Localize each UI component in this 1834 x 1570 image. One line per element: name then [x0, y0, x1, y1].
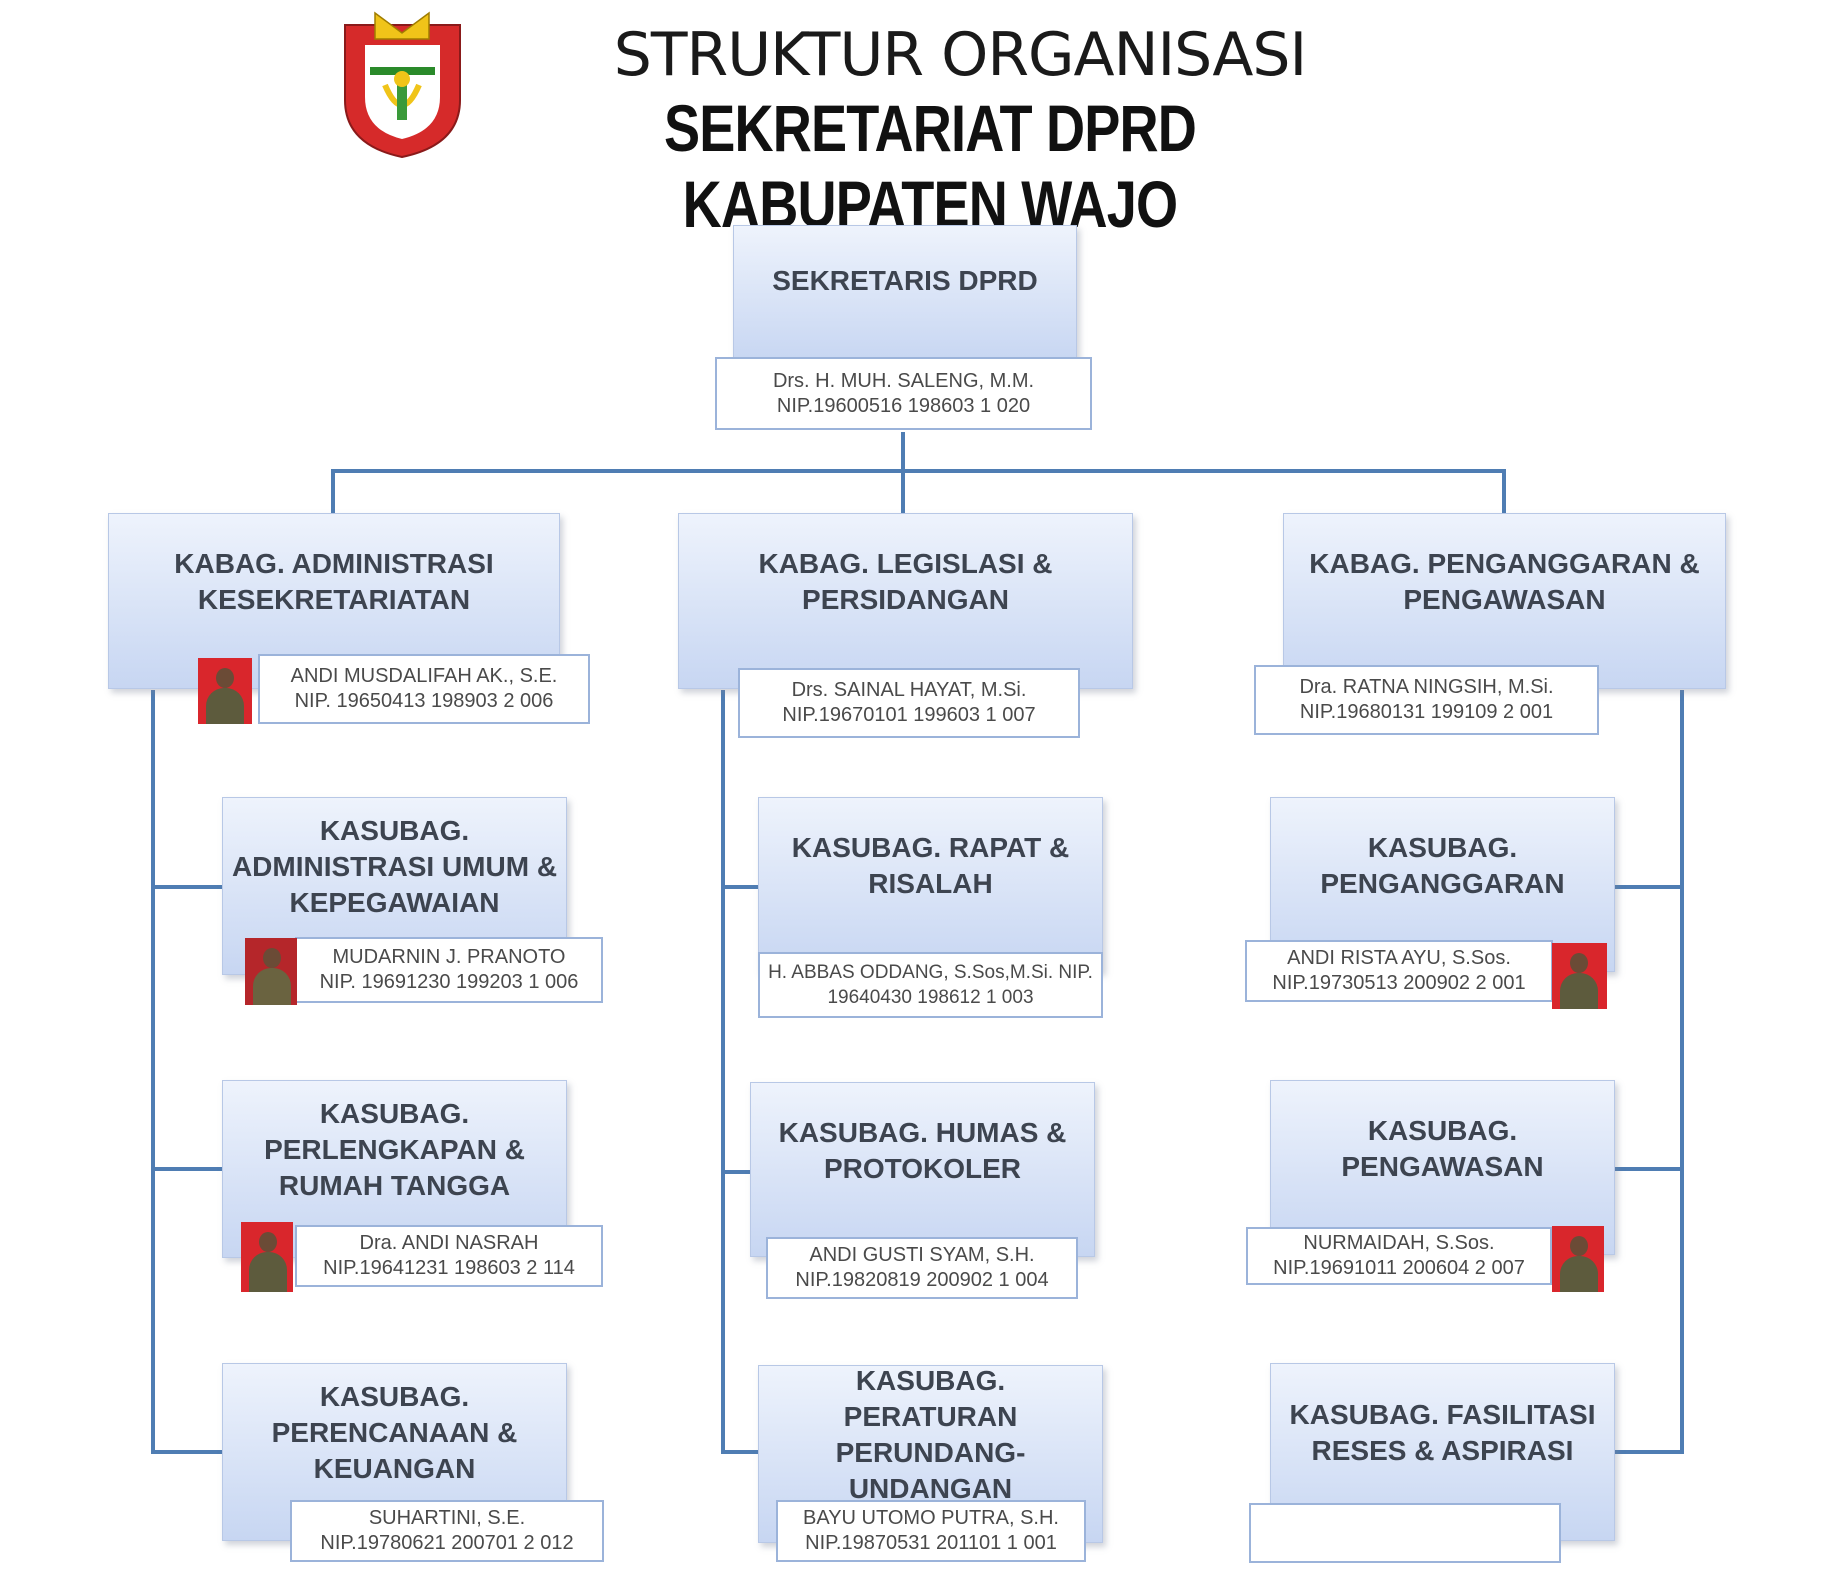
- person-photo: [198, 658, 252, 724]
- unit-title-line: RISALAH: [868, 867, 993, 899]
- unit-title-line: RUMAH TANGGA: [278, 1170, 511, 1201]
- regency-crest-icon: [344, 11, 461, 159]
- unit-title-line: RESES & ASPIRASI: [1311, 1435, 1574, 1466]
- person-nip: NIP.19670101 199603 1 007: [782, 704, 1036, 726]
- unit-title-line: ADMINISTRASI UMUM &: [231, 851, 558, 882]
- person-nip: NIP. 19691230 199203 1 006: [319, 971, 579, 993]
- kasubag-peraturan-person-label: BAYU UTOMO PUTRA, S.H. NIP.19870531 2011…: [776, 1500, 1086, 1562]
- unit-title-line: KASUBAG.: [319, 1098, 470, 1129]
- person-photo: [1552, 1226, 1604, 1292]
- unit-title-line: UNDANGAN: [848, 1473, 1013, 1504]
- person-name: NURMAIDAH, S.Sos.: [1303, 1232, 1495, 1254]
- kabag-legislasi-person-label: Drs. SAINAL HAYAT, M.Si. NIP.19670101 19…: [738, 668, 1080, 738]
- kasubag-rapat-risalah-box: KASUBAG. RAPAT & RISALAH: [758, 797, 1103, 972]
- person-name: ANDI RISTA AYU, S.Sos.: [1287, 947, 1511, 969]
- kasubag-perencanaan-person-label: SUHARTINI, S.E. NIP.19780621 200701 2 01…: [290, 1500, 604, 1562]
- unit-title-line: KABAG. PENGANGGARAN &: [1309, 548, 1700, 579]
- person-name: Drs. SAINAL HAYAT, M.Si.: [791, 679, 1027, 701]
- person-nip: NIP.19780621 200701 2 012: [320, 1532, 574, 1554]
- unit-title-line: PERUNDANG-: [835, 1437, 1026, 1468]
- person-name: Dra. ANDI NASRAH: [359, 1232, 539, 1254]
- person-nip: NIP.19641231 198603 2 114: [323, 1257, 575, 1279]
- chart-title-line-2: SEKRETARIAT DPRD KABUPATEN WAJO: [663, 91, 1197, 241]
- unit-title-line: KABAG. ADMINISTRASI: [174, 548, 494, 579]
- unit-title-line: PENGAWASAN: [1341, 1150, 1544, 1182]
- unit-title-line: KASUBAG. FASILITASI: [1289, 1399, 1596, 1430]
- person-name: ANDI MUSDALIFAH AK., S.E.: [290, 665, 558, 687]
- person-nip: NIP.19600516 198603 1 020: [776, 394, 1031, 417]
- person-nip: 19640430 198612 1 003: [827, 987, 1034, 1008]
- sekretaris-person-label: Drs. H. MUH. SALENG, M.M. NIP.19600516 1…: [715, 357, 1092, 430]
- person-name: MUDARNIN J. PRANOTO: [332, 946, 566, 968]
- chart-title-line-1: STRUKTUR ORGANISASI: [613, 20, 1307, 90]
- person-nip: NIP. 19650413 198903 2 006: [294, 690, 554, 712]
- unit-title-line: KASUBAG.: [1367, 831, 1518, 863]
- unit-title-line: PERSIDANGAN: [802, 584, 1009, 615]
- kabag-penganggaran-person-label: Dra. RATNA NINGSIH, M.Si. NIP.19680131 1…: [1254, 665, 1599, 735]
- unit-title-line: PENGANGGARAN: [1320, 867, 1565, 899]
- person-nip: NIP.19680131 199109 2 001: [1299, 701, 1554, 723]
- person-nip: NIP.19820819 200902 1 004: [795, 1269, 1049, 1291]
- kabag-legislasi-box: KABAG. LEGISLASI & PERSIDANGAN: [678, 513, 1133, 689]
- unit-title-line: KASUBAG.: [319, 815, 470, 846]
- person-name: ANDI GUSTI SYAM, S.H.: [809, 1244, 1035, 1266]
- unit-title-line: KABAG. LEGISLASI &: [758, 548, 1053, 579]
- kabag-penganggaran-box: KABAG. PENGANGGARAN & PENGAWASAN: [1283, 513, 1726, 689]
- kasubag-perlengkapan-person-label: Dra. ANDI NASRAH NIP.19641231 198603 2 1…: [295, 1225, 603, 1287]
- person-name: SUHARTINI, S.E.: [368, 1507, 526, 1529]
- unit-title-line: KASUBAG.: [1367, 1114, 1518, 1146]
- kabag-administrasi-person-label: ANDI MUSDALIFAH AK., S.E. NIP. 19650413 …: [258, 654, 590, 724]
- sekretaris-title: SEKRETARIS DPRD: [772, 265, 1038, 296]
- person-nip: NIP.19870531 201101 1 001: [805, 1532, 1057, 1554]
- sekretaris-box: SEKRETARIS DPRD: [733, 225, 1077, 363]
- person-name: Dra. RATNA NINGSIH, M.Si.: [1299, 676, 1554, 698]
- kasubag-fasilitasi-reses-person-label: [1249, 1503, 1561, 1563]
- person-photo: [1552, 943, 1607, 1009]
- person-nip: NIP.19691011 200604 2 007: [1273, 1257, 1525, 1279]
- kasubag-administrasi-umum-person-label: MUDARNIN J. PRANOTO NIP. 19691230 199203…: [295, 937, 603, 1003]
- person-photo: [245, 938, 297, 1005]
- kasubag-rapat-risalah-person-label: H. ABBAS ODDANG, S.Sos,M.Si. NIP. 196404…: [758, 952, 1103, 1018]
- unit-title-line: KEPEGAWAIAN: [289, 887, 500, 918]
- kasubag-humas-protokoler-person-label: ANDI GUSTI SYAM, S.H. NIP.19820819 20090…: [766, 1237, 1078, 1299]
- person-name: H. ABBAS ODDANG, S.Sos,M.Si. NIP.: [768, 962, 1093, 983]
- unit-title-line: KASUBAG. PERATURAN: [843, 1365, 1018, 1432]
- unit-title-line: KESEKRETARIATAN: [197, 584, 471, 615]
- unit-title-line: KEUANGAN: [313, 1453, 476, 1484]
- person-name: BAYU UTOMO PUTRA, S.H.: [803, 1507, 1059, 1529]
- unit-title-line: KASUBAG. HUMAS &: [778, 1116, 1067, 1148]
- unit-title-line: PERLENGKAPAN &: [264, 1134, 525, 1165]
- unit-title-line: PROTOKOLER: [823, 1152, 1022, 1184]
- person-name: Drs. H. MUH. SALENG, M.M.: [772, 369, 1035, 392]
- person-photo: [241, 1222, 293, 1292]
- kasubag-pengawasan-box: KASUBAG. PENGAWASAN: [1270, 1080, 1615, 1255]
- kasubag-penganggaran-person-label: ANDI RISTA AYU, S.Sos. NIP.19730513 2009…: [1245, 940, 1553, 1002]
- unit-title-line: KASUBAG.: [319, 1381, 470, 1412]
- person-nip: NIP.19730513 200902 2 001: [1272, 972, 1526, 994]
- unit-title-line: KASUBAG. RAPAT &: [791, 831, 1070, 863]
- unit-title-line: PERENCANAAN &: [271, 1417, 518, 1448]
- kasubag-humas-protokoler-box: KASUBAG. HUMAS & PROTOKOLER: [750, 1082, 1095, 1257]
- unit-title-line: PENGAWASAN: [1403, 584, 1606, 615]
- kasubag-pengawasan-person-label: NURMAIDAH, S.Sos. NIP.19691011 200604 2 …: [1246, 1227, 1552, 1285]
